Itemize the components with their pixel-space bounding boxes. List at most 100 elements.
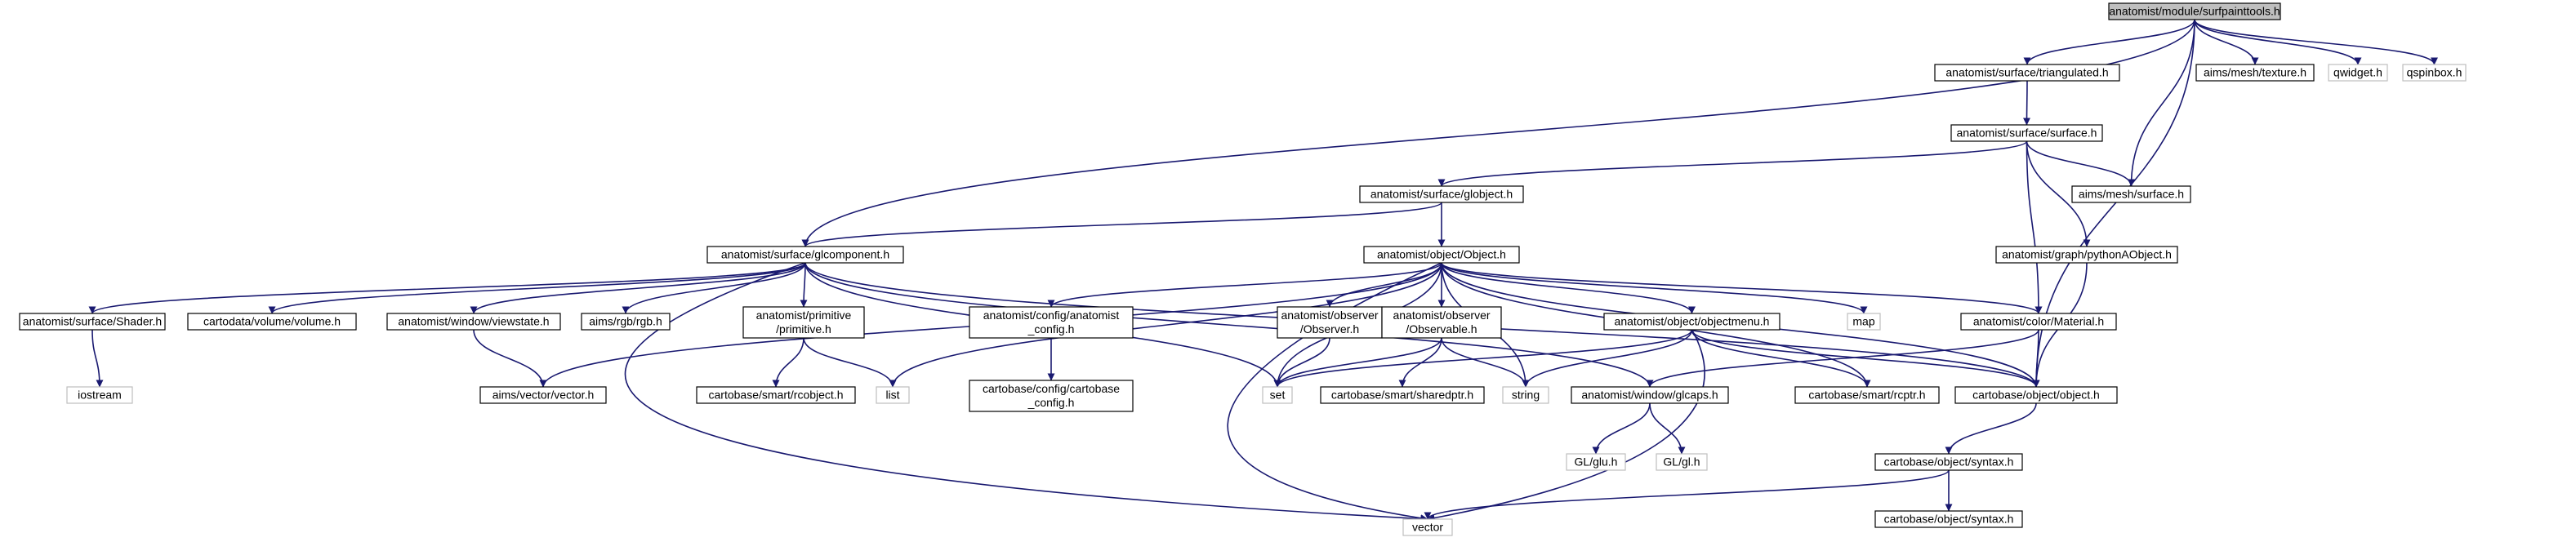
node-globject[interactable]: anatomist/surface/globject.h: [1359, 185, 1524, 203]
node-rcobject[interactable]: cartobase/smart/rcobject.h: [696, 386, 856, 404]
node-label-viewstate: anatomist/window/viewstate.h: [398, 315, 549, 328]
node-box-meshsurface: [2071, 185, 2191, 203]
node-pythonaobject[interactable]: anatomist/graph/pythonAObject.h: [1995, 246, 2178, 264]
node-label-glcaps: anatomist/window/glcaps.h: [1581, 389, 1718, 402]
node-cartoconfig[interactable]: cartobase/config/cartobase_config.h: [969, 380, 1134, 412]
node-label-list: list: [885, 389, 899, 402]
node-root[interactable]: anatomist/module/surfpainttools.h: [2108, 2, 2281, 20]
node-label-observable-line-2: /Observable.h: [1406, 322, 1477, 335]
node-box-primitive: [742, 306, 865, 339]
node-label-primitive-line-2: /primitive.h: [776, 322, 831, 335]
node-label-rcptr: cartobase/smart/rcptr.h: [1808, 389, 1925, 402]
node-surface[interactable]: anatomist/surface/surface.h: [1950, 124, 2103, 142]
node-glcomponent[interactable]: anatomist/surface/glcomponent.h: [706, 246, 904, 264]
edge-root-to-meshsurface: [2128, 19, 2195, 187]
node-box-qwidget: [2328, 64, 2388, 82]
edge-root-to-qwidget: [2194, 19, 2362, 65]
node-triangulated[interactable]: anatomist/surface/triangulated.h: [1934, 64, 2120, 82]
edge-surface-to-pythonaobject: [2026, 140, 2091, 247]
node-label-rcobject: cartobase/smart/rcobject.h: [709, 389, 844, 402]
node-box-globject: [1359, 185, 1524, 203]
node-label-surface: anatomist/surface/surface.h: [1957, 127, 2097, 140]
node-box-gl: [1656, 453, 1708, 471]
edge-shader-to-iostream: [91, 329, 104, 388]
node-label-material: anatomist/color/Material.h: [1973, 315, 2104, 328]
node-box-qspinbox: [2402, 64, 2467, 82]
edge-triangulated-to-surface: [2023, 80, 2031, 126]
node-box-triangulated: [1934, 64, 2120, 82]
node-glu: GL/glu.h: [1566, 453, 1626, 471]
node-box-cobject: [1954, 386, 2118, 404]
node-label-cobject: cartobase/object/object.h: [1972, 389, 2100, 402]
node-viewstate[interactable]: anatomist/window/viewstate.h: [386, 313, 561, 331]
edge-surface-to-globject: [1437, 140, 2028, 187]
node-label-iostream: iostream: [78, 389, 122, 402]
node-glcaps[interactable]: anatomist/window/glcaps.h: [1571, 386, 1729, 404]
node-shader[interactable]: anatomist/surface/Shader.h: [19, 313, 166, 331]
node-box-rcptr: [1794, 386, 1940, 404]
node-box-vector: [1402, 518, 1453, 536]
node-box-texture: [2195, 64, 2315, 82]
node-box-cartoconfig: [969, 380, 1134, 412]
node-vector: vector: [1402, 518, 1453, 536]
node-box-syntaxh: [1874, 510, 2023, 528]
node-label-object: anatomist/object/Object.h: [1377, 248, 1506, 261]
node-layer: anatomist/module/surfpainttools.h anatomi…: [19, 2, 2467, 536]
node-sharedptr[interactable]: cartobase/smart/sharedptr.h: [1320, 386, 1485, 404]
edge-glcomponent-to-viewstate: [470, 262, 806, 314]
edge-primitive-to-list: [803, 337, 897, 388]
edge-objectmenu-to-vector: [1427, 329, 1705, 522]
edge-objectmenu-to-set: [1273, 329, 1693, 388]
node-rcptr[interactable]: cartobase/smart/rcptr.h: [1794, 386, 1940, 404]
node-box-glcomponent: [706, 246, 904, 264]
node-texture[interactable]: aims/mesh/texture.h: [2195, 64, 2315, 82]
edge-observable-to-string: [1441, 337, 1530, 388]
node-label-glcomponent: anatomist/surface/glcomponent.h: [721, 248, 889, 261]
node-object[interactable]: anatomist/object/Object.h: [1363, 246, 1520, 264]
node-material[interactable]: anatomist/color/Material.h: [1960, 313, 2117, 331]
node-box-root: [2108, 2, 2281, 20]
node-syntax[interactable]: cartobase/object/syntax.h: [1874, 453, 2023, 471]
node-label-primitive-line-1: anatomist/primitive: [756, 309, 852, 322]
node-config[interactable]: anatomist/config/anatomist_config.h: [969, 306, 1134, 339]
node-rgb[interactable]: aims/rgb/rgb.h: [581, 313, 671, 331]
edge-object-to-observer: [1326, 262, 1442, 308]
node-qwidget: qwidget.h: [2328, 64, 2388, 82]
node-vectorh[interactable]: aims/vector/vector.h: [479, 386, 607, 404]
node-meshsurface[interactable]: aims/mesh/surface.h: [2071, 185, 2191, 203]
node-label-pythonaobject: anatomist/graph/pythonAObject.h: [2002, 248, 2172, 261]
node-iostream: iostream: [66, 386, 133, 404]
node-box-shader: [19, 313, 166, 331]
node-string: string: [1502, 386, 1549, 404]
node-box-list: [876, 386, 910, 404]
node-cobject[interactable]: cartobase/object/object.h: [1954, 386, 2118, 404]
edge-glcomponent-to-rgb: [622, 262, 806, 314]
edge-globject-to-glcomponent: [801, 202, 1442, 247]
node-label-syntaxh: cartobase/object/syntax.h: [1884, 513, 2014, 526]
node-syntaxh[interactable]: cartobase/object/syntax.h: [1874, 510, 2023, 528]
node-volume[interactable]: cartodata/volume/volume.h: [187, 313, 357, 331]
node-label-shader: anatomist/surface/Shader.h: [23, 315, 162, 328]
node-label-cartoconfig-line-2: _config.h: [1027, 396, 1075, 409]
edge-layer: [88, 19, 2438, 523]
node-label-qwidget: qwidget.h: [2333, 66, 2382, 79]
node-label-string: string: [1512, 389, 1540, 402]
node-observable[interactable]: anatomist/observer/Observable.h: [1381, 306, 1502, 339]
node-box-volume: [187, 313, 357, 331]
node-primitive[interactable]: anatomist/primitive/primitive.h: [742, 306, 865, 339]
node-observer[interactable]: anatomist/observer/Observer.h: [1277, 306, 1383, 339]
node-box-rcobject: [696, 386, 856, 404]
node-label-vectorh: aims/vector/vector.h: [492, 389, 595, 402]
node-box-objectmenu: [1603, 313, 1780, 331]
edge-object-to-objectmenu: [1441, 262, 1696, 314]
node-label-glu: GL/glu.h: [1575, 455, 1618, 469]
node-box-glu: [1566, 453, 1626, 471]
node-box-surface: [1950, 124, 2103, 142]
edge-object-to-config: [1047, 262, 1442, 308]
node-box-rgb: [581, 313, 671, 331]
node-qspinbox: qspinbox.h: [2402, 64, 2467, 82]
node-objectmenu[interactable]: anatomist/object/objectmenu.h: [1603, 313, 1780, 331]
node-label-set: set: [1270, 389, 1286, 402]
node-box-glcaps: [1571, 386, 1729, 404]
node-gl: GL/gl.h: [1656, 453, 1708, 471]
